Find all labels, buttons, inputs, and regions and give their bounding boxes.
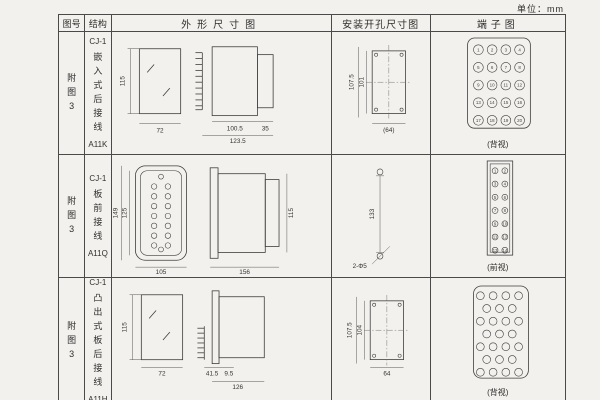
fig-no-label: 附图3 xyxy=(67,320,77,359)
model-label: CJ-1 xyxy=(89,37,107,47)
dim-label: 35 xyxy=(262,125,270,132)
dim-label: 72 xyxy=(159,370,167,377)
svg-text:10: 10 xyxy=(502,221,507,226)
dim-label: 64 xyxy=(383,370,391,377)
header-row: 图号 结构 外形尺寸图 安装开孔尺寸图 端子图 xyxy=(57,14,567,32)
structure-label: 凸出式板后接线 xyxy=(93,293,103,387)
svg-text:10: 10 xyxy=(489,83,494,88)
dim-label: 156 xyxy=(239,269,250,276)
dim-label: 104 xyxy=(356,324,363,335)
dimension-table: 图号 结构 外形尺寸图 安装开孔尺寸图 端子图 附图3 CJ-1 嵌入式后接线 … xyxy=(57,14,567,400)
dim-label: 41.5 xyxy=(206,370,219,377)
svg-text:14: 14 xyxy=(502,248,507,253)
svg-text:9: 9 xyxy=(494,221,497,226)
svg-text:7: 7 xyxy=(504,65,507,70)
table-row-a11k: 附图3 CJ-1 嵌入式后接线 A11K 115 72 xyxy=(57,31,567,155)
dim-label: 115 xyxy=(120,76,127,87)
terminal-caption: (背视) xyxy=(487,140,509,149)
mounting-drawing-a11h: 107.5 104 64 xyxy=(346,294,410,377)
svg-text:4: 4 xyxy=(503,182,506,187)
code-label: A11Q xyxy=(87,248,108,258)
table-row-a11h: 附图3 CJ-1 凸出式板后接线 A11H 115 72 xyxy=(57,277,567,400)
svg-text:12: 12 xyxy=(502,235,507,240)
outline-drawing-a11k: 115 72 100.5 35 123.5 xyxy=(120,46,274,145)
terminal-caption: (前视) xyxy=(487,263,509,272)
svg-text:17: 17 xyxy=(476,118,481,123)
dim-label: 107.5 xyxy=(348,74,355,90)
header-terminal: 端子图 xyxy=(429,14,567,32)
dim-label: 125 xyxy=(122,207,129,218)
mounting-drawing-a11k: 107.5 101 (64) xyxy=(348,45,412,134)
svg-text:12: 12 xyxy=(517,83,522,88)
dim-label: (64) xyxy=(383,127,394,134)
dim-label: 107.5 xyxy=(346,322,353,338)
svg-text:5: 5 xyxy=(477,65,480,70)
dim-label: 123.5 xyxy=(230,138,246,145)
code-label: A11K xyxy=(88,139,108,149)
dim-label: 126 xyxy=(232,384,243,391)
fig-no-label: 附图3 xyxy=(67,73,77,111)
svg-text:6: 6 xyxy=(491,65,494,70)
fig-no-label: 附图3 xyxy=(67,196,77,234)
dim-label: 72 xyxy=(157,127,165,134)
svg-text:18: 18 xyxy=(489,118,494,123)
svg-text:11: 11 xyxy=(493,235,498,240)
terminal-drawing-a11h xyxy=(472,285,529,379)
svg-text:9: 9 xyxy=(477,83,480,88)
svg-text:19: 19 xyxy=(503,118,508,123)
svg-text:4: 4 xyxy=(518,47,521,52)
unit-label: 单位：mm xyxy=(517,4,564,14)
dim-label: 100.5 xyxy=(227,125,243,132)
dim-label: 101 xyxy=(358,76,365,87)
svg-text:8: 8 xyxy=(503,208,506,213)
dim-label: 105 xyxy=(156,269,167,276)
dim-label: 133 xyxy=(369,208,376,219)
dim-label: 9.5 xyxy=(225,370,234,377)
svg-text:1: 1 xyxy=(477,47,480,52)
model-label: CJ-1 xyxy=(89,174,107,184)
table-row-a11q: 附图3 CJ-1 板前接线 A11Q 149 125 1 xyxy=(57,154,567,278)
svg-text:5: 5 xyxy=(494,195,497,200)
svg-text:3: 3 xyxy=(494,182,497,187)
outline-drawing-a11h: 115 72 41.5 9.5 126 xyxy=(122,290,265,391)
hole-label: 2-Φ5 xyxy=(352,263,367,270)
svg-text:13: 13 xyxy=(492,248,497,253)
outline-drawing-a11q: 149 125 105 156 115 xyxy=(113,165,295,276)
code-label: A11H xyxy=(88,394,108,400)
svg-text:20: 20 xyxy=(517,118,522,123)
model-label: CJ-1 xyxy=(89,278,107,287)
header-outline: 外形尺寸图 xyxy=(110,14,332,32)
svg-text:13: 13 xyxy=(476,100,481,105)
mounting-drawing-a11q: 133 2-Φ5 xyxy=(352,168,390,270)
dim-label: 115 xyxy=(288,208,295,219)
structure-label: 板前接线 xyxy=(93,189,103,241)
dim-label: 149 xyxy=(113,207,120,218)
svg-text:11: 11 xyxy=(503,83,508,88)
svg-text:15: 15 xyxy=(503,100,508,105)
header-fig-no: 图号 xyxy=(57,14,86,32)
svg-text:2: 2 xyxy=(503,168,506,173)
svg-text:16: 16 xyxy=(517,100,522,105)
header-mounting: 安装开孔尺寸图 xyxy=(330,14,431,32)
svg-text:2: 2 xyxy=(491,47,494,52)
svg-text:6: 6 xyxy=(503,195,506,200)
dim-label: 115 xyxy=(122,321,129,332)
svg-text:3: 3 xyxy=(504,47,507,52)
svg-text:1: 1 xyxy=(494,168,497,173)
svg-text:8: 8 xyxy=(518,65,521,70)
svg-text:14: 14 xyxy=(489,100,494,105)
header-structure: 结构 xyxy=(84,14,112,32)
structure-label: 嵌入式后接线 xyxy=(93,52,103,132)
svg-text:7: 7 xyxy=(494,208,497,213)
terminal-caption: (背视) xyxy=(487,387,509,397)
